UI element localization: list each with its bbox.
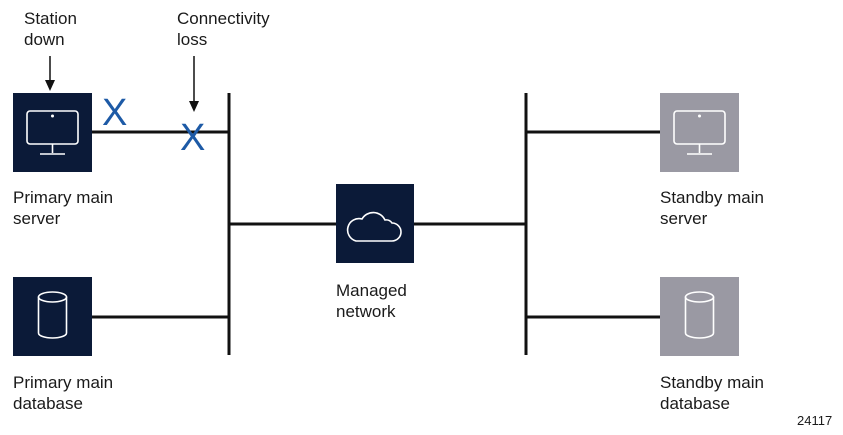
database-cylinder-icon	[684, 291, 715, 339]
managed-network-node	[336, 184, 414, 263]
primary-database-node	[13, 277, 92, 356]
connectivity-loss-label: Connectivity loss	[177, 9, 270, 49]
cloud-icon	[346, 211, 402, 242]
station-down-arrowhead	[45, 80, 55, 91]
primary-server-node	[13, 93, 92, 172]
standby-server-label: Standby main server	[660, 188, 764, 228]
monitor-icon	[26, 110, 79, 155]
monitor-icon	[673, 110, 726, 155]
database-cylinder-icon	[37, 291, 68, 339]
managed-network-label: Managed network	[336, 281, 407, 321]
primary-server-label: Primary main server	[13, 188, 114, 228]
standby-database-node	[660, 277, 739, 356]
figure-id: 24117	[797, 413, 833, 428]
primary-database-label: Primary main database	[13, 373, 114, 413]
connectivity-loss-arrowhead	[189, 101, 199, 112]
standby-database-label: Standby main database	[660, 373, 764, 413]
station-down-label: Station down	[24, 9, 77, 49]
station-down-x-marker: X	[102, 92, 127, 134]
connectivity-loss-x-marker: X	[180, 117, 205, 159]
standby-server-node	[660, 93, 739, 172]
